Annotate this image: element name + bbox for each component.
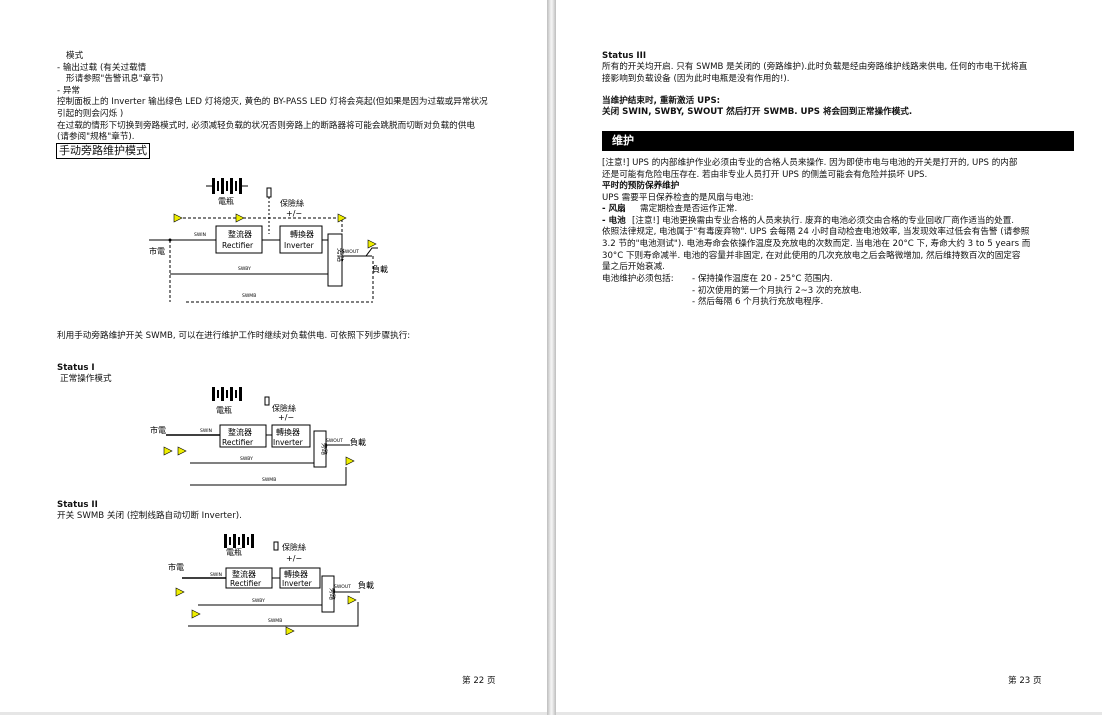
text-line: (请参阅"规格"章节). [57, 132, 135, 142]
swin-label: SWIN [210, 572, 222, 578]
mains-label: 市電 [168, 562, 184, 572]
battery-line: 依照法律规定, 电池属于"有毒废弃物". UPS 会每隔 24 小时自动检查电池… [602, 227, 1030, 237]
swout-label: SWOUT [342, 249, 359, 255]
bypass-diagram-status2: 電瓶 保險絲 +/− 市電 SWIN 整流器 Rectifier 轉換器 Inv… [168, 530, 393, 635]
text-line: 控制面板上的 Inverter 输出绿色 LED 灯将熄灭, 黄色的 BY-PA… [57, 97, 488, 107]
mains-label: 市電 [150, 425, 166, 435]
preventive-title: 平时的预防保养维护 [602, 181, 680, 191]
text-line: - 输出过载 (有关过载情 [57, 63, 147, 73]
battery-label: 電瓶 [218, 196, 234, 206]
preventive-intro: UPS 需要平日保养检查的是风扇与电池: [602, 193, 754, 203]
fuse-icon [264, 396, 270, 406]
battery-label: 電瓶 [216, 405, 232, 415]
bypass-label: 旁路 [336, 248, 345, 262]
text-line: - 异常 [57, 86, 81, 96]
bypass-block [313, 430, 327, 468]
rectifier-en-label: Rectifier [222, 438, 254, 447]
rectifier-en-label: Rectifier [230, 579, 262, 588]
battery-label: 電瓶 [226, 547, 242, 557]
battery-icon [224, 534, 254, 548]
battery-label: - 电池 [602, 216, 626, 226]
battery-line: 3.2 节的"电池测试"). 电池寿命会依操作温度及充放电的次数而定. 当电池在… [602, 239, 1031, 249]
fuse-label: 保險絲 [280, 198, 304, 208]
inverter-block [271, 424, 311, 448]
status1-title: Status I [57, 363, 95, 373]
fuse-label: 保險絲 [272, 403, 296, 413]
maint-line: 还是可能有危险电压存在. 若由非专业人员打开 UPS 的侧盖可能会有危险并损坏 … [602, 170, 928, 180]
page-number: 第 23 页 [1008, 676, 1042, 686]
maintenance-header: 维护 [602, 131, 1074, 151]
fan-text: 需定期检查是否运作正常. [640, 204, 738, 214]
intro-text: 利用手动旁路维护开关 SWMB, 可以在进行维护工作时继续对负载供电. 可依照下… [57, 331, 411, 341]
battery-icon [212, 178, 242, 194]
swby-label: SWBY [252, 598, 265, 604]
status1-desc: 正常操作模式 [60, 374, 112, 384]
inverter-en-label: Inverter [273, 438, 304, 447]
status3-title: Status III [602, 51, 647, 61]
text-line: 形请参照"告警讯息"章节) [66, 74, 164, 84]
fan-label: - 风扇 [602, 204, 626, 214]
right-page: Status III 所有的开关均开启. 只有 SWMB 是关闭的 (旁路维护)… [556, 0, 1102, 712]
swby-label: SWBY [240, 456, 253, 462]
left-page: 模式 - 输出过载 (有关过载情 形请参照"告警讯息"章节) - 异常 控制面板… [0, 0, 547, 712]
text-line: 模式 [66, 51, 84, 61]
plusminus-label: +/− [278, 413, 294, 422]
fuse-label: 保險絲 [282, 542, 306, 552]
swout-label: SWOUT [326, 438, 343, 444]
page-number: 第 22 页 [462, 676, 496, 686]
battery-maint-item: - 初次使用的第一个月执行 2~3 次的充放电. [692, 286, 862, 296]
rectifier-label: 整流器 [228, 427, 252, 437]
battery-line: [注意!] 电池更换需由专业合格的人员来执行. 废弃的电池必须交由合格的专业回收… [632, 216, 1015, 226]
swmb-label: SWMB [268, 618, 282, 624]
inverter-en-label: Inverter [282, 579, 313, 588]
text-line: 引起的则会闪烁 ) [57, 109, 124, 119]
load-label: 負載 [358, 580, 374, 590]
load-label: 負載 [372, 264, 388, 274]
rectifier-label: 整流器 [228, 229, 252, 239]
rectifier-en-label: Rectifier [222, 241, 254, 250]
inverter-label: 轉換器 [276, 427, 300, 437]
swout-label: SWOUT [334, 584, 351, 590]
after-maint-line: 关闭 SWIN, SWBY, SWOUT 然后打开 SWMB. UPS 将会回到… [602, 107, 913, 117]
after-maint-line: 当维护结束时, 重新激活 UPS: [602, 96, 721, 106]
status2-title: Status II [57, 500, 98, 510]
bypass-label: 旁路 [320, 443, 328, 455]
mains-label: 市電 [149, 246, 165, 256]
fuse-icon [266, 187, 272, 198]
bypass-diagram-status1: 電瓶 保險絲 +/− 市電 SWIN 整流器 Rectifier 轉換器 Inv… [150, 385, 375, 490]
page-gutter [547, 0, 556, 715]
swby-label: SWBY [238, 266, 251, 272]
inverter-block [279, 567, 321, 589]
battery-line: 量之后开始衰减. [602, 262, 665, 272]
fuse-icon [273, 541, 279, 551]
inverter-en-label: Inverter [284, 241, 315, 250]
swin-label: SWIN [194, 232, 206, 238]
bypass-block [327, 233, 343, 287]
plusminus-label: +/− [286, 554, 302, 563]
bypass-label: 旁路 [328, 588, 336, 600]
rectifier-label: 整流器 [232, 569, 256, 579]
plusminus-label: +/− [286, 209, 302, 218]
inverter-label: 轉換器 [284, 569, 308, 579]
rectifier-block [215, 225, 263, 254]
battery-line: 30°C 下则寿命减半. 电池的容量并非固定, 在对此使用的几次充放电之后会略微… [602, 251, 1021, 261]
maint-line: [注意!] UPS 的内部维护作业必须由专业的合格人员来操作. 因为即使市电与电… [602, 158, 1018, 168]
battery-maint-label: 电池维护必须包括: [602, 274, 674, 284]
swmb-label: SWMB [242, 293, 256, 299]
status3-line: 所有的开关均开启. 只有 SWMB 是关闭的 (旁路维护).此时负载是经由旁路维… [602, 62, 1028, 72]
bypass-diagram-main: 電瓶 保險絲 +/− 市電 SWIN 整流器 Rectifier 轉換器 Inv… [146, 176, 396, 308]
status2-desc: 开关 SWMB 关闭 (控制线路自动切断 Inverter). [57, 511, 242, 521]
battery-maint-item: - 然后每隔 6 个月执行充放电程序. [692, 297, 824, 307]
section-title: 手动旁路维护模式 [56, 143, 150, 159]
text-line: 在过载的情形下切换到旁路模式时, 必须减轻负载的状况否则旁路上的断路器将可能会跳… [57, 121, 475, 131]
inverter-label: 轉換器 [290, 229, 314, 239]
battery-maint-item: - 保持操作温度在 20 - 25°C 范围内. [692, 274, 833, 284]
bypass-block [321, 575, 335, 613]
rectifier-block [219, 424, 267, 448]
load-label: 負載 [350, 437, 366, 447]
battery-icon [212, 387, 242, 401]
status3-line: 接影响到负载设备 (因为此时电瓶是没有作用的!). [602, 74, 790, 84]
swin-label: SWIN [200, 428, 212, 434]
swmb-label: SWMB [262, 477, 276, 483]
